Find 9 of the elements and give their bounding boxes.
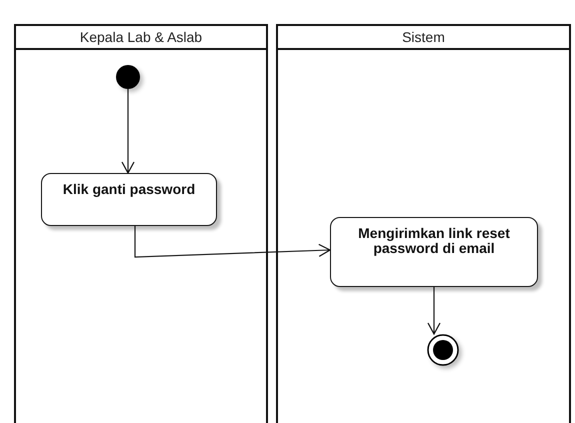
action-label: Mengirimkan link reset password di email (357, 226, 511, 256)
swimlane (14, 24, 268, 423)
arrow (121, 89, 135, 174)
action-box (330, 217, 538, 287)
swimlane (276, 24, 571, 423)
action-box (41, 173, 217, 226)
arrow (134, 226, 331, 258)
action-label: Klik ganti password (62, 182, 196, 197)
arrow (427, 287, 441, 335)
